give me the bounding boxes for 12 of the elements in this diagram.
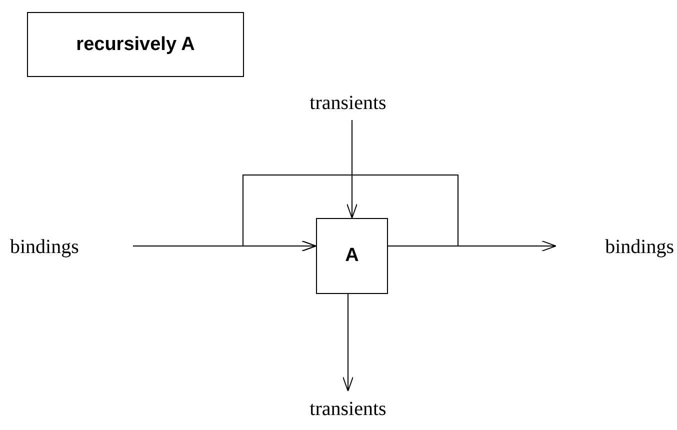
arrow xyxy=(342,294,354,392)
box-label: recursively A xyxy=(76,34,195,56)
arrow xyxy=(346,120,358,218)
process-box xyxy=(316,218,388,294)
arrow xyxy=(242,174,458,252)
box-label: A xyxy=(345,245,359,267)
flow-label: transients xyxy=(310,398,386,421)
title-box xyxy=(27,12,244,77)
flow-label: bindings xyxy=(605,236,674,258)
arrow xyxy=(388,240,556,252)
flow-label: transients xyxy=(310,92,386,115)
flow-label: bindings xyxy=(10,236,79,258)
